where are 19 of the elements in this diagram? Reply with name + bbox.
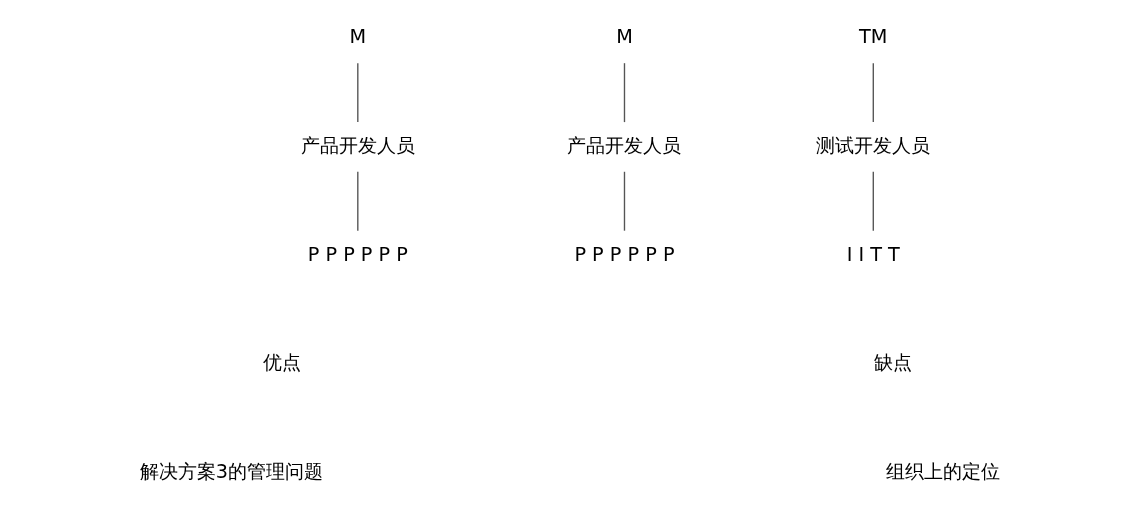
node-text: P P P P P P	[574, 242, 675, 266]
node-text: 产品开发人员	[567, 133, 682, 157]
connector	[357, 171, 359, 232]
node-text: M	[616, 25, 633, 49]
node-text: M	[349, 25, 367, 49]
label: 解决方案3的管理问题	[139, 459, 323, 483]
label: 缺点	[873, 351, 912, 375]
connector	[872, 62, 874, 123]
connector	[357, 62, 359, 123]
node-text: 测试开发人员	[816, 133, 931, 157]
node-text: TM	[859, 25, 888, 49]
node-text: 产品开发人员	[300, 133, 415, 157]
connector	[623, 171, 626, 232]
label: 组织上的定位	[886, 459, 1001, 483]
node-text: I I T T	[846, 242, 900, 266]
label: 优点	[263, 351, 302, 375]
connector	[872, 171, 874, 232]
node-text: P P P P P P	[307, 242, 408, 266]
connector	[623, 62, 626, 123]
